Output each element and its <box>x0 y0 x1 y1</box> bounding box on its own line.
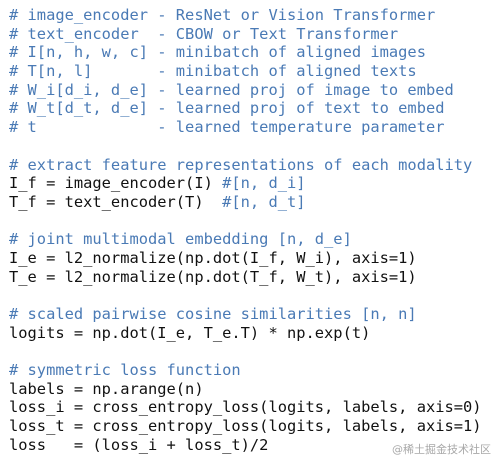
comment-text: # joint multimodal embedding [n, d_e] <box>9 230 352 249</box>
code-text: loss_i = cross_entropy_loss(logits, labe… <box>9 398 482 417</box>
code-line: T_e = l2_normalize(np.dot(T_f, W_t), axi… <box>9 268 482 287</box>
watermark: @稀土掘金技术社区 <box>392 443 491 456</box>
code-line: loss_t = cross_entropy_loss(logits, labe… <box>9 417 482 436</box>
comment-text: # text_encoder - CBOW or Text Transforme… <box>9 24 399 43</box>
comment-text: # t - learned temperature parameter <box>9 118 445 137</box>
inline-comment: #[n, d_i] <box>222 174 306 193</box>
comment-text: # I[n, h, w, c] - minibatch of aligned i… <box>9 43 426 62</box>
code-text: loss = (loss_i + loss_t)/2 <box>9 435 269 454</box>
comment-text: # extract feature representations of eac… <box>9 155 473 174</box>
comment-line: # symmetric loss function <box>9 361 482 380</box>
blank-line <box>9 342 482 361</box>
comment-line: # scaled pairwise cosine similarities [n… <box>9 305 482 324</box>
comment-line: # t - learned temperature parameter <box>9 118 482 137</box>
code-line: labels = np.arange(n) <box>9 380 482 399</box>
comment-line: # I[n, h, w, c] - minibatch of aligned i… <box>9 43 482 62</box>
code-text: T_e = l2_normalize(np.dot(T_f, W_t), axi… <box>9 267 417 286</box>
code-text: I_f = image_encoder(I) <box>9 174 223 193</box>
code-line: I_f = image_encoder(I) #[n, d_i] <box>9 174 482 193</box>
code-text: logits = np.dot(I_e, T_e.T) * np.exp(t) <box>9 323 371 342</box>
comment-text: # W_i[d_i, d_e] - learned proj of image … <box>9 80 454 99</box>
code-text: T_f = text_encoder(T) <box>9 192 223 211</box>
blank-line <box>9 286 482 305</box>
code-line: logits = np.dot(I_e, T_e.T) * np.exp(t) <box>9 324 482 343</box>
comment-line: # W_t[d_t, d_e] - learned proj of text t… <box>9 99 482 118</box>
comment-text: # symmetric loss function <box>9 361 241 380</box>
comment-line: # joint multimodal embedding [n, d_e] <box>9 230 482 249</box>
comment-text: # image_encoder - ResNet or Vision Trans… <box>9 6 436 24</box>
code-text: loss_t = cross_entropy_loss(logits, labe… <box>9 417 482 436</box>
comment-line: # text_encoder - CBOW or Text Transforme… <box>9 25 482 44</box>
comment-text: # W_t[d_t, d_e] - learned proj of text t… <box>9 99 445 118</box>
comment-line: # W_i[d_i, d_e] - learned proj of image … <box>9 81 482 100</box>
comment-line: # image_encoder - ResNet or Vision Trans… <box>9 6 482 25</box>
code-line: loss_i = cross_entropy_loss(logits, labe… <box>9 398 482 417</box>
comment-text: # scaled pairwise cosine similarities [n… <box>9 305 417 323</box>
blank-line <box>9 137 482 156</box>
comment-line: # T[n, l] - minibatch of aligned texts <box>9 62 482 81</box>
code-block: # image_encoder - ResNet or Vision Trans… <box>9 6 482 455</box>
inline-comment: #[n, d_t] <box>222 192 306 211</box>
code-line: T_f = text_encoder(T) #[n, d_t] <box>9 193 482 212</box>
comment-text: # T[n, l] - minibatch of aligned texts <box>9 62 417 81</box>
comment-line: # extract feature representations of eac… <box>9 156 482 175</box>
code-text: labels = np.arange(n) <box>9 379 204 398</box>
blank-line <box>9 212 482 231</box>
code-text: I_e = l2_normalize(np.dot(I_f, W_i), axi… <box>9 248 417 267</box>
code-line: I_e = l2_normalize(np.dot(I_f, W_i), axi… <box>9 249 482 268</box>
code-line: loss = (loss_i + loss_t)/2 <box>9 436 482 455</box>
